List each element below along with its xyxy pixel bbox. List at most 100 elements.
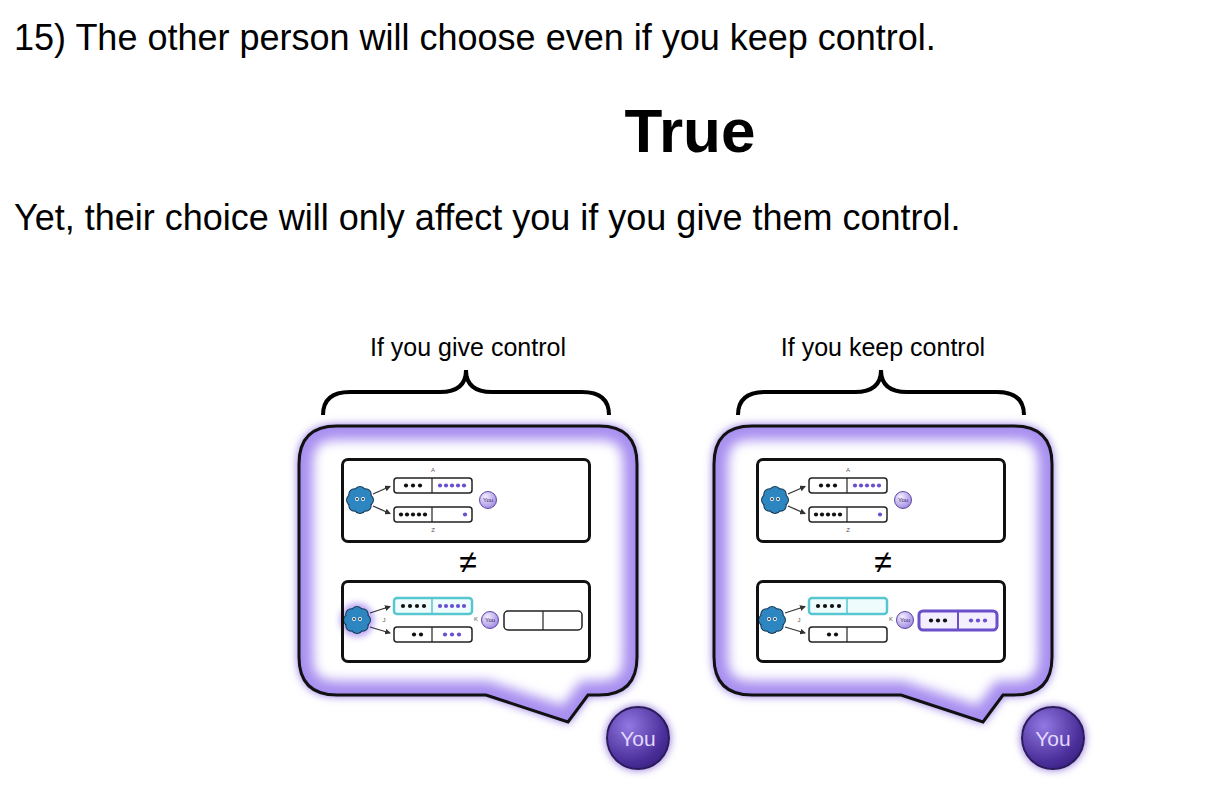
you-label: You <box>483 497 493 503</box>
text-holder: A <box>431 467 435 473</box>
illustration-circle <box>983 618 987 622</box>
text-holder: You <box>483 497 493 503</box>
text-holder: ≠ <box>874 546 892 578</box>
illustration-rect <box>394 478 472 493</box>
illustration-line <box>788 487 805 495</box>
illustration-circle <box>411 483 415 487</box>
illustration-line <box>431 478 432 493</box>
illustration-circle <box>976 618 980 622</box>
illustration-line <box>431 507 432 522</box>
illustration-circle <box>463 512 467 516</box>
illustration-circle <box>423 512 427 516</box>
illustration-circle <box>450 632 454 636</box>
illustration-rect <box>758 460 1005 542</box>
text-holder: Z <box>431 527 435 533</box>
speech-bubble-part <box>714 426 1052 722</box>
illustration-rect <box>809 478 887 493</box>
illustration-circle <box>418 483 422 487</box>
you-token: You <box>896 611 914 629</box>
illustration-use <box>343 606 371 634</box>
illustration-circle <box>408 604 412 608</box>
speech-bubble: If you keep control≠AZYouJKYou <box>711 423 1055 725</box>
illustration-g <box>816 604 841 608</box>
illustration-line <box>431 598 433 614</box>
illustration-circle <box>399 512 403 516</box>
option-letter: Z <box>846 527 850 533</box>
illustration-circle <box>826 512 830 516</box>
you-token: You <box>481 611 499 629</box>
illustration-circle <box>419 632 423 636</box>
speech-bubble-part <box>299 426 637 722</box>
option-letter: A <box>846 467 850 473</box>
text-holder: J <box>798 617 801 623</box>
illustration-circle <box>450 604 454 608</box>
illustration-g <box>819 483 837 487</box>
illustration-circle <box>834 632 838 636</box>
illustration-rect <box>809 627 887 642</box>
illustration-circle <box>462 483 466 487</box>
illustration-circle <box>820 512 824 516</box>
choice-panel: J K You <box>341 580 591 663</box>
illustration-g <box>827 632 838 636</box>
illustration-line <box>846 627 847 642</box>
you-token: You <box>894 491 912 509</box>
illustration-rect <box>504 611 582 630</box>
illustration-circle <box>456 483 460 487</box>
give-control-panels <box>340 460 590 662</box>
illustration-g <box>463 512 467 516</box>
option-letter: J <box>383 617 386 623</box>
illustration-circle <box>450 483 454 487</box>
illustration-circle <box>819 483 823 487</box>
illustration-circle <box>929 618 933 622</box>
illustration-circle <box>833 483 837 487</box>
you-token: You <box>479 491 497 509</box>
illustration-rect <box>343 582 590 662</box>
illustration-circle <box>853 483 857 487</box>
illustration-circle <box>462 604 466 608</box>
bubble-heading: If you keep control <box>781 335 985 360</box>
illustration-g <box>401 604 426 608</box>
illustration-g <box>399 512 427 516</box>
illustration-rect <box>809 507 887 522</box>
illustration-line <box>846 478 847 493</box>
illustration-g <box>853 483 881 487</box>
text-holder: K <box>474 616 478 622</box>
text-holder: You <box>485 617 495 623</box>
you-label: You <box>898 497 908 503</box>
illustration-g <box>443 632 461 636</box>
text-holder: J <box>383 617 386 623</box>
speech-bubble-part <box>714 426 1052 722</box>
you-label: You <box>1035 728 1070 749</box>
illustration-circle <box>415 604 419 608</box>
illustration-circle <box>837 604 841 608</box>
illustration-circle <box>456 604 460 608</box>
illustration-circle <box>417 512 421 516</box>
illustration-circle <box>878 512 882 516</box>
illustration-circle <box>411 512 415 516</box>
speech-bubble-part <box>299 426 637 722</box>
illustration-g <box>404 483 422 487</box>
illustration-rect <box>919 611 997 630</box>
illustration-rect <box>394 627 472 642</box>
illustration-circle <box>438 604 442 608</box>
option-letter: K <box>889 616 893 622</box>
brace <box>323 370 609 415</box>
choice-panel: A Z You <box>341 458 591 543</box>
text-holder: 15) The other person will choose even if… <box>14 20 936 56</box>
text-holder: If you keep control <box>781 335 985 360</box>
explanation-text: Yet, their choice will only affect you i… <box>14 200 961 236</box>
speech-bubble-part <box>714 426 1052 722</box>
illustration-line <box>373 487 390 495</box>
illustration-circle <box>830 604 834 608</box>
illustration-g <box>814 512 842 516</box>
text-holder: Yet, their choice will only affect you i… <box>14 200 961 236</box>
illustration-circle <box>936 618 940 622</box>
brace <box>738 370 1024 415</box>
illustration-line <box>373 506 390 514</box>
illustration-line <box>846 507 847 522</box>
illustration-rect <box>394 507 472 522</box>
illustration-line <box>846 598 848 614</box>
not-equal-sign: ≠ <box>874 546 892 578</box>
